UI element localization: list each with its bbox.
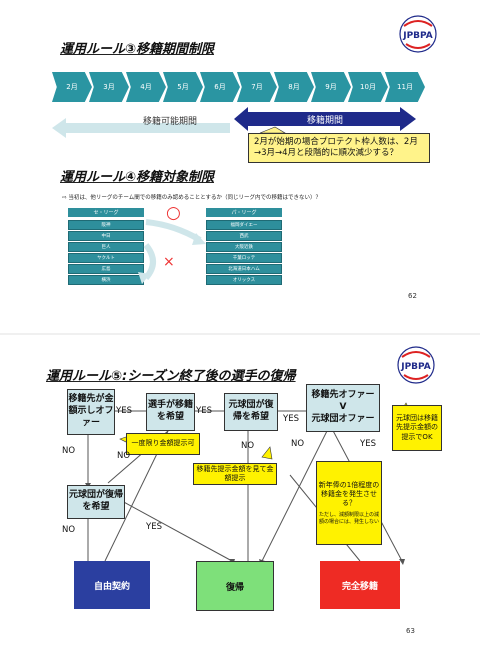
slide-title-transfer-period: 運用ルール③移籍期間制限 bbox=[60, 42, 215, 57]
pacific-team: 福岡ダイエー bbox=[206, 220, 282, 230]
jpbpa-logo: JPBPA bbox=[396, 345, 436, 385]
jpbpa-logo-graphic: JPBPA bbox=[399, 15, 437, 53]
no-label: NO bbox=[62, 446, 76, 456]
slide-title-return: 運用ルール⑤:シーズン終了後の選手の復帰 bbox=[46, 369, 296, 384]
month-jun: 6月 bbox=[200, 72, 240, 102]
pacific-league-header: パ・リーグ bbox=[206, 208, 282, 217]
ng-mark: × bbox=[163, 254, 175, 270]
slide-title-transfer-target: 運用ルール④移籍対象制限 bbox=[60, 170, 215, 185]
period-arrows bbox=[52, 107, 416, 138]
question-text: ⇨ 当初は、他リーグのチーム間での移籍のみ認めることとするか（同じリーグ内での移… bbox=[62, 195, 322, 201]
jpbpa-logo: JPBPA bbox=[398, 14, 438, 54]
pacific-team: 大阪近鉄 bbox=[206, 242, 282, 252]
yes-label: YES bbox=[196, 406, 212, 416]
pacific-team: 千葉ロッテ bbox=[206, 253, 282, 263]
central-league-header: セ・リーグ bbox=[68, 208, 144, 217]
month-mar: 3月 bbox=[89, 72, 129, 102]
yes-label: YES bbox=[360, 439, 376, 449]
central-team: 中日 bbox=[68, 231, 144, 241]
transfer-fee-exception: ただし、減額制限以上の減額の場合には、発生しない bbox=[318, 512, 379, 525]
compare-mid: V bbox=[339, 402, 347, 413]
yes-label: YES bbox=[283, 414, 299, 424]
outcome-full-transfer: 完全移籍 bbox=[320, 561, 400, 609]
allowed-period-arrow bbox=[52, 118, 230, 138]
pacific-team: 北海道日本ハム bbox=[206, 264, 282, 274]
month-jul: 7月 bbox=[237, 72, 277, 102]
month-nov: 11月 bbox=[385, 72, 425, 102]
offer-comparison-box: 移籍先オファー V 元球団オファー bbox=[306, 384, 380, 432]
original-team-note: 元球団は移籍先提示金額の提示でOK bbox=[392, 405, 442, 451]
original-team-return-box-2: 元球団が復帰を希望 bbox=[67, 485, 125, 519]
svg-text:JPBPA: JPBPA bbox=[400, 362, 431, 372]
yes-label: YES bbox=[146, 522, 162, 532]
slide-62: 運用ルール③移籍期間制限 JPBPA 2月 3月 4月 5月 6月 7月 8月 … bbox=[0, 0, 480, 333]
protect-count-callout: 2月が始期の場合プロテクト枠人数は、2月→3月→4月と段階的に順次減少する？ bbox=[248, 133, 430, 164]
see-offer-note: 移籍先提示金額を見て金額提示 bbox=[193, 463, 277, 485]
yes-label: YES bbox=[116, 406, 132, 416]
no-label: NO bbox=[291, 439, 305, 449]
league-arrows bbox=[138, 219, 206, 284]
central-team: 広島 bbox=[68, 264, 144, 274]
transfer-fee-note: 新年俸の1倍程度の移籍金を発生させる？ ただし、減額制限以上の減額の場合には、発… bbox=[316, 461, 382, 545]
compare-top: 移籍先オファー bbox=[311, 390, 375, 401]
month-sep: 9月 bbox=[311, 72, 351, 102]
player-wants-transfer-box: 選手が移籍を希望 bbox=[146, 393, 195, 431]
month-feb: 2月 bbox=[52, 72, 92, 102]
transfer-fee-question: 新年俸の1倍程度の移籍金を発生させる？ bbox=[318, 480, 380, 508]
allowed-period-label: 移籍可能期間 bbox=[143, 117, 198, 127]
central-team: 阪神 bbox=[68, 220, 144, 230]
page-number: 62 bbox=[408, 292, 417, 300]
month-aug: 8月 bbox=[274, 72, 314, 102]
original-team-return-box: 元球団が復帰を希望 bbox=[224, 393, 278, 431]
no-label: NO bbox=[241, 441, 255, 451]
jpbpa-logo-graphic: JPBPA bbox=[397, 346, 435, 384]
page-number: 63 bbox=[406, 627, 415, 635]
no-label: NO bbox=[117, 451, 131, 461]
svg-text:JPBPA: JPBPA bbox=[402, 31, 433, 41]
slide-63: 運用ルール⑤:シーズン終了後の選手の復帰 JPBPA bbox=[0, 335, 480, 666]
outcome-return: 復帰 bbox=[196, 561, 274, 611]
month-oct: 10月 bbox=[348, 72, 388, 102]
transfer-period-arrow bbox=[234, 107, 416, 131]
pacific-team: オリックス bbox=[206, 275, 282, 285]
central-team: 巨人 bbox=[68, 242, 144, 252]
one-time-offer-note: 一度限り金額提示可 bbox=[126, 433, 200, 455]
ok-mark: ○ bbox=[166, 203, 181, 223]
pacific-team: 西武 bbox=[206, 231, 282, 241]
transfer-period-label: 移籍期間 bbox=[307, 116, 344, 126]
compare-bot: 元球団オファー bbox=[311, 413, 375, 424]
central-team: ヤクルト bbox=[68, 253, 144, 263]
offer-amount-box: 移籍先が金額示しオファー bbox=[67, 389, 115, 435]
no-label: NO bbox=[62, 525, 76, 535]
month-may: 5月 bbox=[163, 72, 203, 102]
month-apr: 4月 bbox=[126, 72, 166, 102]
outcome-free-agent: 自由契約 bbox=[74, 561, 150, 609]
